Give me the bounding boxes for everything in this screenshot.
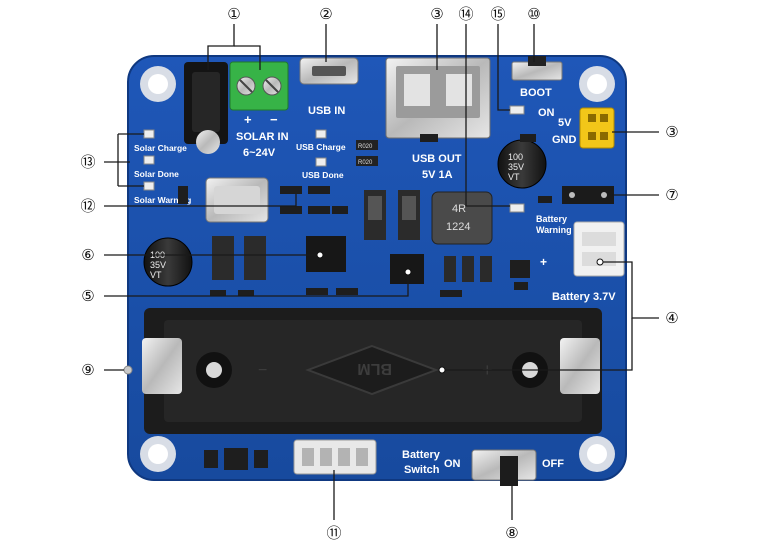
callout-11: ⑪ [326, 524, 341, 542]
bottom-smd [204, 448, 268, 470]
mounting-hole-top-left [140, 66, 176, 102]
terminal-plus-label: + [244, 112, 252, 127]
usb-out-port [385, 57, 491, 139]
small-smd-components [178, 134, 552, 297]
callout-7: ⑦ [665, 186, 678, 204]
callout-lines [104, 24, 659, 520]
solar-in-label: SOLAR IN [236, 131, 289, 143]
callout-10: ⑩ [527, 5, 540, 23]
solar-warning-label: Solar Warning [134, 195, 191, 205]
mounting-hole-top-right [579, 66, 615, 102]
solar-terminal-block [229, 61, 289, 111]
callout-12: ⑫ [80, 197, 95, 215]
callout-15: ⑮ [490, 5, 505, 23]
callout-2: ② [319, 5, 332, 23]
charger-ic [306, 236, 346, 272]
callout-dot [596, 258, 604, 266]
jumper-header [562, 186, 614, 204]
usb-done-label: USB Done [302, 170, 344, 180]
battery-warning-label-1: Battery [536, 214, 567, 224]
mounting-hole-bottom-left [140, 436, 176, 472]
capacitor-right: 100 35V VT [497, 139, 547, 189]
crystal [205, 177, 269, 223]
callout-dot [316, 251, 324, 259]
battery-warning-label-2: Warning [536, 225, 572, 235]
on-led-label: ON [538, 107, 555, 119]
battery-37v-label: Battery 3.7V [552, 291, 616, 303]
battery-switch-label-2: Switch [404, 464, 440, 476]
solar-done-label: Solar Done [134, 169, 179, 179]
cap-left-text-2: 35V [150, 260, 166, 270]
cap-right-text-3: VT [508, 172, 520, 182]
battery-slide-switch [471, 449, 537, 486]
battery-switch-label-1: Battery [402, 449, 441, 461]
r020-label-1: R020 [358, 144, 373, 150]
mounting-hole-bottom-right [579, 436, 615, 472]
callout-1: ① [227, 5, 240, 23]
solar-status-leds [143, 129, 155, 191]
solar-charge-label: Solar Charge [134, 143, 187, 153]
diodes [444, 256, 492, 282]
cap-right-text-1: 100 [508, 152, 523, 162]
usb-out-spec-label: 5V 1A [422, 169, 453, 181]
capacitor-left: 100 35V VT [143, 237, 193, 287]
callout-6: ⑥ [81, 246, 94, 264]
callout-5: ⑤ [81, 287, 94, 305]
callout-3-top: ③ [430, 5, 443, 23]
usb-in-port [299, 57, 359, 85]
callout-14: ⑭ [458, 5, 473, 23]
inductor-text-2: 1224 [446, 221, 470, 233]
inductor: 4R 1224 [431, 191, 493, 245]
edge-pad [123, 365, 133, 375]
usb-charge-label: USB Charge [296, 142, 346, 152]
mosfets [212, 190, 420, 280]
battery-plus-mark: + [540, 255, 547, 269]
cap-left-text-3: VT [150, 270, 162, 280]
switch-off-label: OFF [542, 458, 564, 470]
usb-in-label: USB IN [308, 105, 345, 117]
callout-dot [438, 366, 446, 374]
switch-on-label: ON [444, 458, 461, 470]
boot-label: BOOT [520, 87, 552, 99]
callout-9: ⑨ [81, 361, 94, 379]
cap-right-text-2: 35V [508, 162, 524, 172]
callout-3-right: ③ [665, 123, 678, 141]
battery-connector [573, 221, 625, 277]
gnd-label: GND [552, 134, 577, 146]
power-on-led [509, 105, 525, 115]
sense-resistors [356, 140, 378, 166]
holder-brand-mark: BLM [357, 360, 392, 377]
callout-numbers: ① ② ③ ⑭ ⑮ ⑩ ③ ⑦ ④ ⑬ ⑫ ⑥ ⑤ ⑨ ⑪ ⑧ [80, 5, 678, 542]
5v-label: 5V [558, 117, 572, 129]
pogo-pin-pads [293, 439, 377, 475]
battery-warning-led [509, 203, 525, 213]
5v-output-header [579, 107, 615, 149]
callout-dot [404, 268, 412, 276]
r020-label-2: R020 [358, 160, 373, 166]
boot-button [511, 56, 563, 81]
callout-13: ⑬ [80, 153, 95, 171]
solar-voltage-label: 6~24V [243, 147, 276, 159]
inductor-text-1: 4R [452, 203, 466, 215]
callout-4: ④ [665, 309, 678, 327]
usb-status-leds [315, 129, 327, 167]
solar-dc-jack [184, 62, 228, 154]
battery-minus-symbol: − [258, 362, 267, 379]
callout-8: ⑧ [505, 524, 518, 542]
terminal-minus-label: − [270, 112, 278, 127]
usb-out-label: USB OUT [412, 153, 462, 165]
